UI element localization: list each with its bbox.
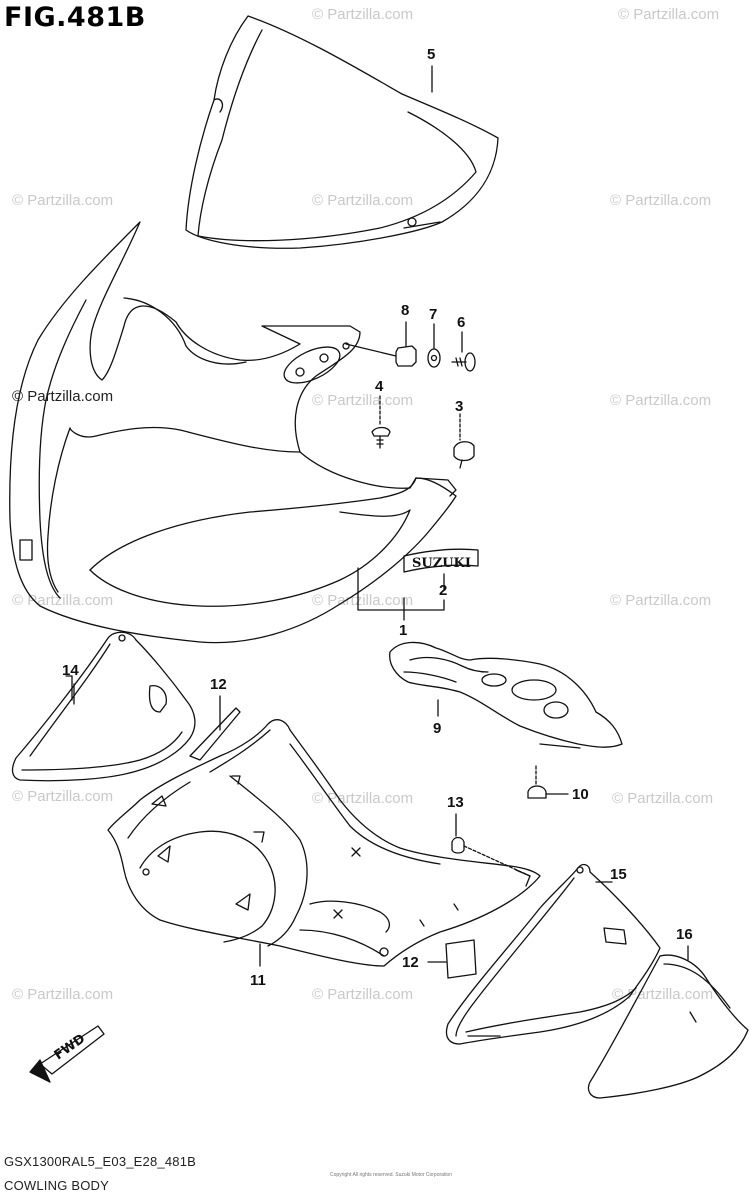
- watermark: © Partzilla.com: [610, 592, 712, 609]
- watermark: © Partzilla.com: [312, 592, 414, 609]
- callout-2: 2: [439, 582, 448, 599]
- bolt-part-3[interactable]: [453, 413, 475, 469]
- watermark: © Partzilla.com: [610, 192, 712, 209]
- inner-panel-part-15[interactable]: [445, 863, 661, 1045]
- screw-part-4[interactable]: [371, 395, 391, 449]
- grommet-part-10[interactable]: [527, 765, 569, 799]
- bolt-part-13[interactable]: [451, 813, 531, 877]
- callout-14: 14: [62, 662, 79, 679]
- side-cowling-part-11[interactable]: [107, 719, 541, 967]
- washer-part-7[interactable]: [427, 323, 441, 368]
- copyright-note: Copyright All rights reserved. Suzuki Mo…: [330, 1172, 452, 1178]
- collar-part-8[interactable]: [345, 321, 417, 367]
- leader-lines: [73, 65, 433, 705]
- panel-part-16[interactable]: [587, 945, 749, 1099]
- watermark: © Partzilla.com: [12, 986, 114, 1003]
- section-name: COWLING BODY: [4, 1178, 109, 1193]
- watermark: © Partzilla.com: [12, 592, 114, 609]
- watermark: © Partzilla.com: [12, 788, 114, 805]
- screw-part-6[interactable]: [451, 331, 476, 372]
- callout-4: 4: [375, 378, 384, 395]
- callout-3: 3: [455, 398, 464, 415]
- watermark: © Partzilla.com: [312, 790, 414, 807]
- model-code: GSX1300RAL5_E03_E28_481B: [4, 1154, 197, 1169]
- callout-12-upper: 12: [210, 676, 227, 693]
- callout-11: 11: [250, 972, 266, 989]
- watermark: © Partzilla.com: [12, 388, 114, 405]
- watermark: © Partzilla.com: [312, 6, 414, 23]
- watermark: © Partzilla.com: [312, 392, 414, 409]
- upper-cowling-part-1[interactable]: [9, 221, 457, 644]
- callout-12-lower: 12: [402, 954, 419, 971]
- inner-panel-part-14[interactable]: [11, 631, 196, 782]
- watermark: © Partzilla.com: [312, 986, 414, 1003]
- figure-title: FIG.481B: [4, 2, 146, 33]
- inner-bracket-part-9[interactable]: [389, 641, 623, 749]
- callout-15: 15: [610, 866, 627, 883]
- strip-part-12-upper[interactable]: [189, 695, 241, 761]
- callout-10: 10: [572, 786, 589, 803]
- callout-9: 9: [433, 720, 442, 737]
- callout-7: 7: [429, 306, 438, 323]
- callout-5: 5: [427, 46, 436, 63]
- watermark: © Partzilla.com: [312, 192, 414, 209]
- emblem-text: SUZUKI: [412, 556, 471, 571]
- callout-1: 1: [399, 622, 408, 639]
- windscreen-part-5[interactable]: [185, 15, 499, 249]
- watermark: © Partzilla.com: [12, 192, 114, 209]
- watermark: © Partzilla.com: [618, 6, 720, 23]
- callout-13: 13: [447, 794, 464, 811]
- watermark: © Partzilla.com: [612, 790, 714, 807]
- callout-8: 8: [401, 302, 410, 319]
- callout-6: 6: [457, 314, 466, 331]
- callout-bracket-1-2: [357, 567, 445, 611]
- fwd-arrow-icon: FWD: [29, 1025, 105, 1083]
- watermark: © Partzilla.com: [610, 392, 712, 409]
- callout-16: 16: [676, 926, 693, 943]
- emblem-part-2[interactable]: SUZUKI: [403, 548, 479, 573]
- pad-part-12-lower[interactable]: [427, 939, 477, 979]
